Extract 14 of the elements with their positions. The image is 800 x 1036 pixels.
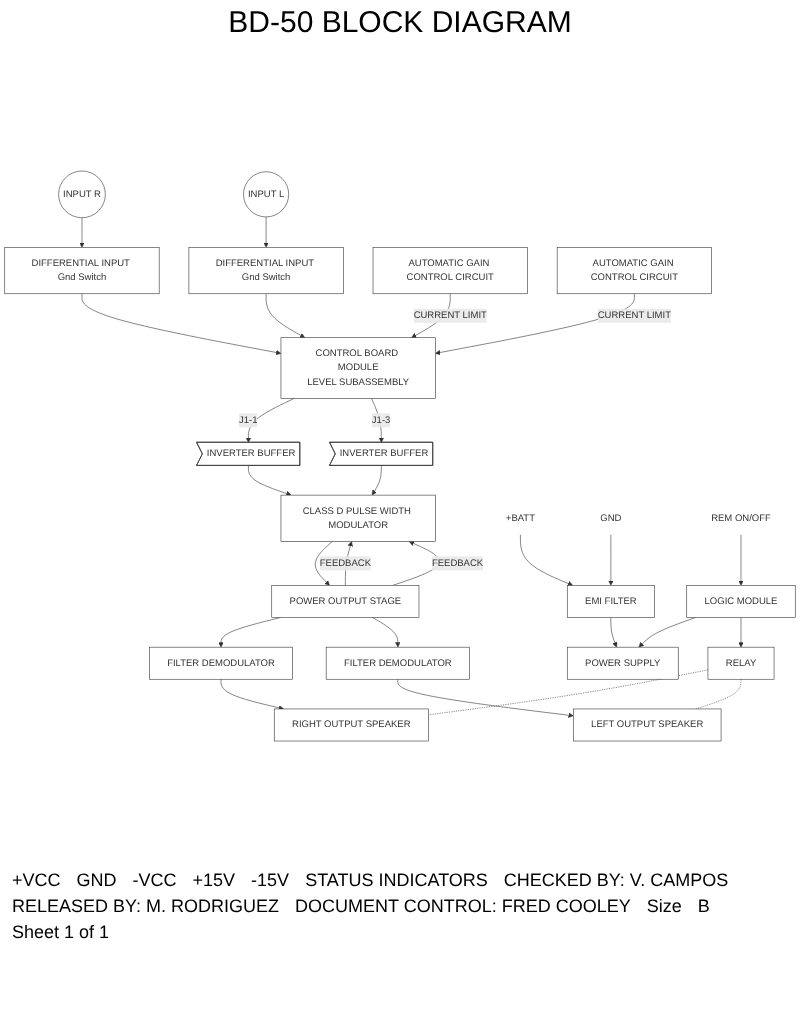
note-text: +15V: [192, 870, 236, 890]
connector: [428, 669, 709, 716]
note-text: RELEASED BY: M. RODRIGUEZ: [12, 896, 280, 916]
note-text: Sheet 1 of 1: [12, 922, 110, 942]
note-text: -VCC: [132, 870, 177, 890]
note-text: B: [697, 896, 710, 916]
note-text: STATUS INDICATORS: [305, 870, 488, 890]
diagram-title: BD-50 BLOCK DIAGRAM: [226, 6, 574, 40]
note-text: +VCC: [12, 870, 61, 890]
note-text: DOCUMENT CONTROL: FRED COOLEY: [295, 896, 631, 916]
note-text: -15V: [251, 870, 290, 890]
note-text: Size: [646, 896, 682, 916]
note-text: CHECKED BY: V. CAMPOS: [503, 870, 729, 890]
note-text: GND: [76, 870, 117, 890]
